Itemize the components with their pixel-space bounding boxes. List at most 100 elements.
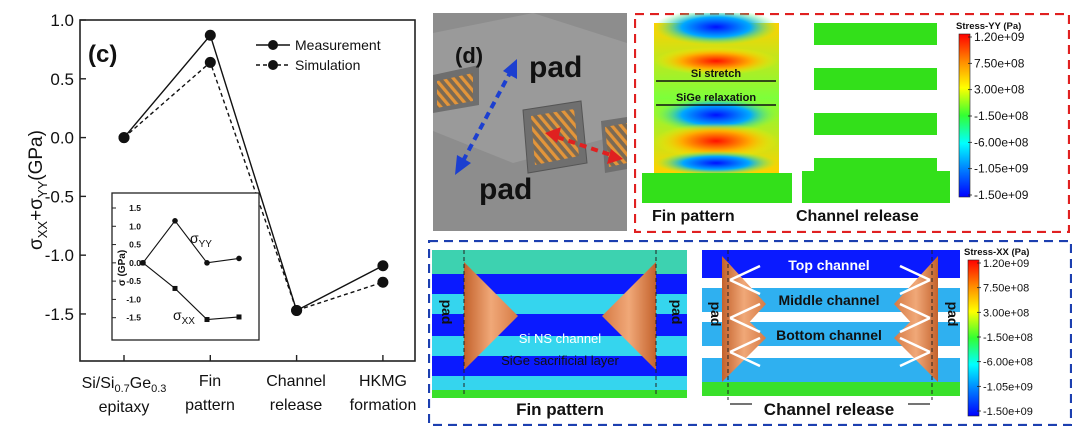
inset-label-xx: σXX: [173, 307, 195, 327]
pad-label-bottom: pad: [479, 173, 532, 206]
data-point-simulation: [291, 304, 303, 316]
data-point-measurement: [377, 260, 389, 272]
colorbar-tick-label: -1.50e+09: [983, 406, 1033, 418]
inset-data-point-xx: [204, 317, 210, 323]
xx-fin-pad-right: pad: [669, 300, 685, 325]
stress-yy-panel: Si stretch SiGe relaxation Fin pattern C…: [634, 13, 1070, 233]
category-label-3: Channel: [266, 373, 326, 390]
inset-y-label: σ (GPa): [117, 250, 128, 286]
category-label-1-line2: epitaxy: [99, 399, 150, 416]
inset-y-tick-label: -0.5: [126, 276, 141, 286]
y-label-sigma1: σ: [26, 238, 47, 250]
stress-xx-panel: pad pad Si NS channel SiGe sacrificial l…: [428, 240, 1072, 426]
y-label-plus: +: [26, 210, 47, 221]
pad-label-top: pad: [529, 51, 582, 84]
yy-channel-release-structure: [802, 23, 950, 203]
yy-colorbar: [958, 33, 971, 198]
y-label-unit: (GPa): [26, 130, 47, 181]
y-tick-label: -1.5: [45, 305, 74, 324]
yy-caption-fin-pattern: Fin pattern: [652, 208, 735, 225]
y-label-sub-xx: XX: [35, 221, 50, 239]
colorbar-tick-label: -1.05e+09: [983, 381, 1033, 393]
x-category-labels: Si/Si0.7Ge0.3 epitaxy Fin pattern Channe…: [82, 373, 417, 416]
panel-d-label: (d): [455, 43, 483, 68]
inset-data-point-yy: [204, 260, 210, 266]
colorbar-tick-label: -6.00e+08: [974, 135, 1029, 149]
colorbar-tick-label: 7.50e+08: [974, 56, 1025, 70]
trench-left: [433, 65, 479, 113]
xx-colorbar-ticks: 1.20e+097.50e+083.00e+08-1.50e+08-6.00e+…: [977, 258, 1033, 418]
data-point-simulation: [118, 132, 130, 144]
inset-series-line-0: [142, 219, 240, 264]
y-tick-label: -0.5: [45, 187, 74, 206]
inset-series: [140, 217, 242, 323]
colorbar-tick-label: -1.50e+08: [974, 109, 1029, 123]
legend-label-simulation: Simulation: [295, 57, 360, 73]
inset-series-line-1: [142, 262, 240, 321]
yy-fin-pattern-structure: [642, 13, 792, 203]
colorbar-tick-label: -6.00e+08: [983, 357, 1033, 369]
category-label-1: Si/Si0.7Ge0.3: [82, 375, 167, 395]
y-direction-arrow: [455, 59, 517, 175]
xx-colorbar-title: Stress-XX (Pa): [964, 247, 1029, 258]
x-direction-arrow: [545, 127, 623, 164]
colorbar-tick-label: 1.20e+09: [983, 258, 1029, 270]
series-line-measurement: [123, 33, 384, 312]
inset-y-tick-label: -1.0: [126, 294, 141, 304]
data-point-simulation: [204, 56, 216, 68]
data-point-simulation: [377, 276, 389, 288]
colorbar-tick-label: 7.50e+08: [983, 283, 1029, 295]
sige-sacrificial-label: SiGe sacrificial layer: [501, 353, 619, 368]
series-line-simulation: [123, 61, 384, 312]
x-ticks: [123, 355, 384, 361]
trench-right: [601, 117, 627, 173]
xx-caption-channel-release: Channel release: [764, 400, 894, 419]
si-stretch-label: Si stretch: [691, 68, 741, 80]
y-ticks: 1.00.50.0-0.5-1.0-1.5: [45, 11, 86, 324]
inset-data-point-xx: [236, 314, 242, 320]
xx-cr-pad-right: pad: [945, 302, 961, 327]
colorbar-tick-label: -1.50e+09: [974, 188, 1029, 202]
category-label-2-line2: pattern: [185, 397, 235, 414]
y-tick-label: 1.0: [50, 11, 74, 30]
yy-caption-channel-release: Channel release: [796, 208, 919, 225]
xx-colorbar: [967, 259, 980, 417]
y-tick-label: -1.0: [45, 246, 74, 265]
inset-y-tick-label: 1.0: [129, 221, 141, 231]
panel-c-label: (c): [88, 41, 117, 68]
top-channel-label: Top channel: [788, 257, 869, 273]
legend-marker-measurement: [268, 40, 278, 50]
plot-frame: [79, 19, 416, 362]
category-label-4: HKMG: [359, 373, 407, 390]
inset-data-point-xx: [172, 285, 178, 291]
category-label-4-line2: formation: [350, 397, 417, 414]
si-ns-channel-label: Si NS channel: [519, 331, 601, 346]
y-tick-label: 0.0: [50, 129, 74, 148]
legend-label-measurement: Measurement: [295, 37, 381, 53]
main-series: [118, 29, 389, 316]
legend-marker-simulation: [268, 60, 278, 70]
yy-colorbar-title: Stress-YY (Pa): [956, 21, 1021, 32]
inset-label-yy: σYY: [190, 230, 212, 250]
category-label-3-line2: release: [270, 397, 323, 414]
bottom-channel-label: Bottom channel: [776, 327, 882, 343]
y-label-sub-yy: YY: [35, 180, 50, 198]
inset-y-tick-label: -1.5: [126, 313, 141, 323]
inset-y-ticks: 1.51.00.50.0-0.5-1.0-1.5: [112, 203, 141, 323]
xx-channel-release-structure: [702, 250, 960, 405]
xx-cr-pad-left: pad: [708, 302, 724, 327]
panel-d-3d-view: (d) pad pad: [433, 13, 627, 231]
xx-fin-pattern-structure: [432, 250, 687, 398]
colorbar-tick-label: -1.05e+09: [974, 162, 1029, 176]
inset-data-point-yy: [172, 217, 178, 224]
colorbar-tick-label: 1.20e+09: [974, 30, 1025, 44]
inset-y-tick-label: 0.5: [129, 240, 141, 250]
sige-relaxation-label: SiGe relaxation: [676, 92, 756, 104]
xx-fin-pad-left: pad: [439, 300, 455, 325]
colorbar-tick-label: -1.50e+08: [983, 332, 1033, 344]
panel-c-chart: (c) 1.00.50.0-0.5-1.0-1.5 σXX+σYY(GPa) S…: [26, 11, 417, 416]
y-label-sigma2: σ: [26, 198, 47, 210]
inset-data-point-yy: [236, 255, 242, 262]
colorbar-tick-label: 3.00e+08: [974, 83, 1025, 97]
